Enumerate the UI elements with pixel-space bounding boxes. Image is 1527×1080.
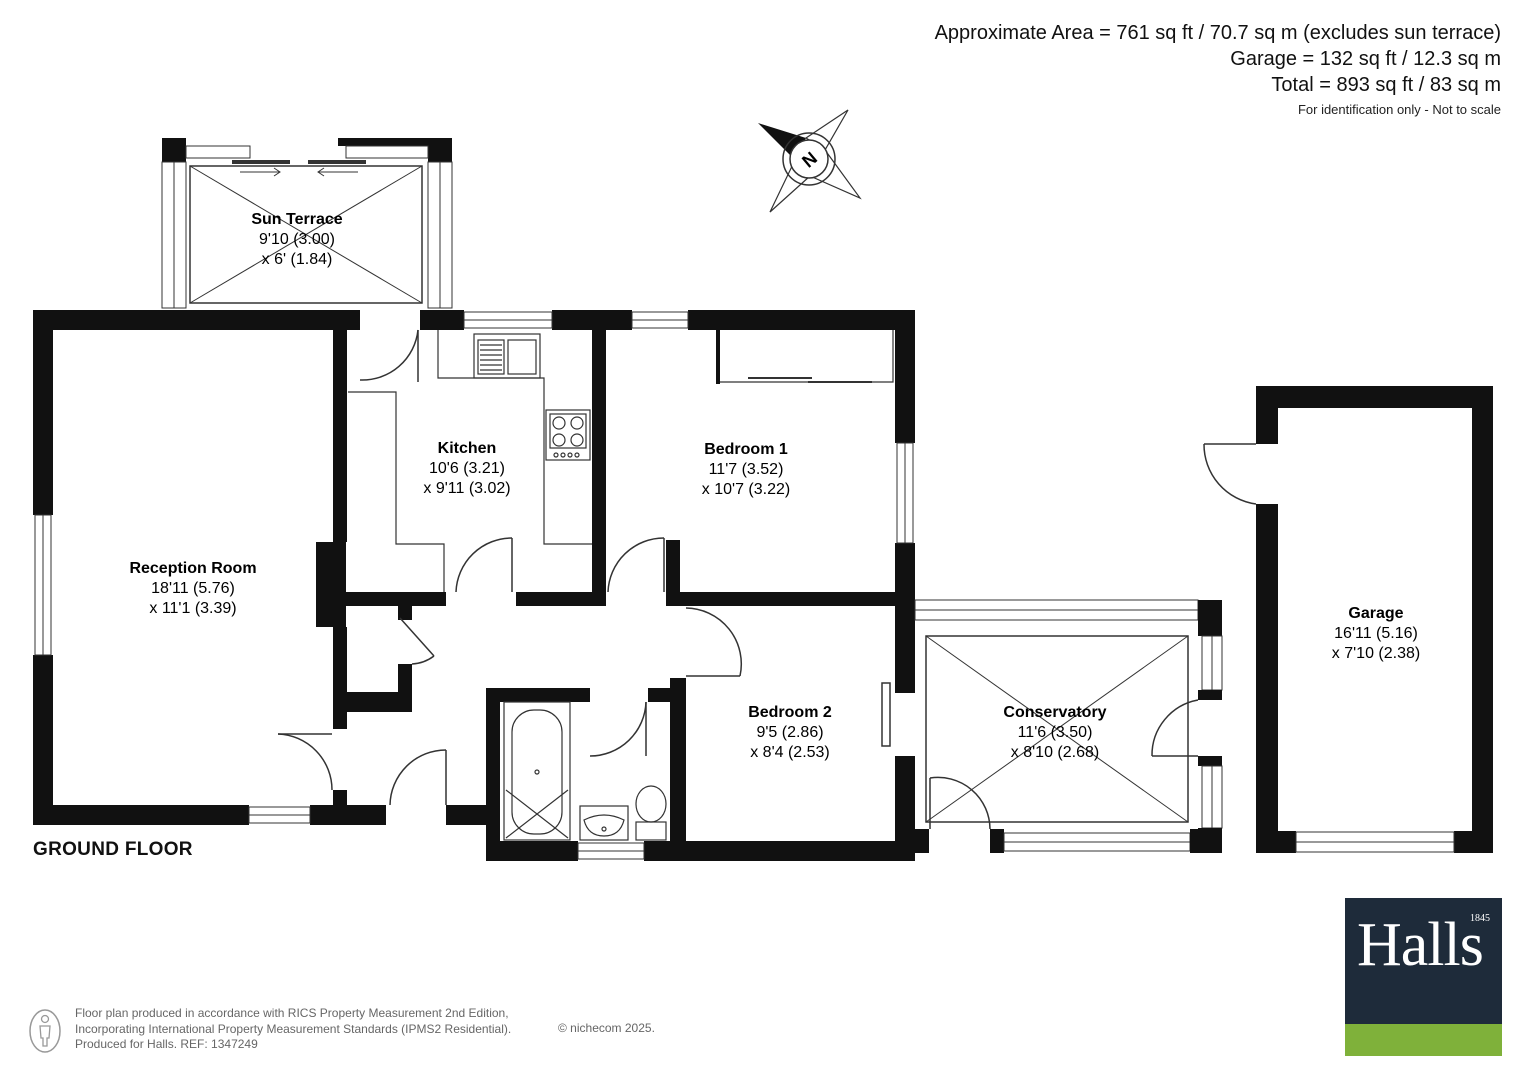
footer-line-2: Incorporating International Property Mea… (75, 1021, 512, 1036)
svg-text:16'11 (5.16): 16'11 (5.16) (1334, 625, 1418, 642)
logo-text: Halls (1357, 911, 1484, 979)
room-label-bedroom-2: Bedroom 2 9'5 (2.86) x 8'4 (2.53) (748, 704, 832, 761)
person-icon (29, 1009, 61, 1053)
svg-text:18'11 (5.76): 18'11 (5.76) (151, 580, 235, 597)
floor-label: GROUND FLOOR (33, 839, 193, 860)
conservatory-structure (914, 599, 1223, 853)
total-area: Total = 893 sq ft / 83 sq m (1271, 74, 1501, 96)
logo-year: 1845 (1470, 913, 1490, 924)
svg-text:x 6' (1.84): x 6' (1.84) (262, 251, 333, 268)
garage-structure (1203, 386, 1493, 853)
svg-text:Bedroom 2: Bedroom 2 (748, 704, 832, 721)
svg-text:Garage: Garage (1348, 605, 1403, 622)
room-label-garage: Garage 16'11 (5.16) x 7'10 (2.38) (1332, 605, 1420, 662)
svg-text:x 7'10 (2.38): x 7'10 (2.38) (1332, 645, 1420, 662)
svg-text:x 10'7 (3.22): x 10'7 (3.22) (702, 481, 790, 498)
svg-text:Sun Terrace: Sun Terrace (251, 211, 342, 228)
footer-line-1: Floor plan produced in accordance with R… (75, 1006, 509, 1020)
footer-line-3: Produced for Halls. REF: 1347249 (75, 1037, 258, 1051)
svg-text:Kitchen: Kitchen (438, 440, 497, 457)
svg-text:x 9'11 (3.02): x 9'11 (3.02) (423, 480, 510, 497)
footer-notes: Floor plan produced in accordance with R… (75, 1006, 511, 1053)
wardrobe (716, 330, 894, 384)
footer-copyright: © nichecom 2025. (558, 1021, 655, 1035)
house-walls (33, 310, 915, 861)
halls-logo: Halls 1845 (1345, 898, 1502, 1056)
svg-text:Reception Room: Reception Room (129, 560, 256, 577)
svg-text:Conservatory: Conservatory (1003, 704, 1106, 721)
compass-icon: N (758, 109, 862, 213)
bathroom-fittings (503, 701, 667, 841)
room-label-bedroom-1: Bedroom 1 11'7 (3.52) x 10'7 (3.22) (702, 441, 790, 498)
svg-text:10'6 (3.21): 10'6 (3.21) (429, 460, 505, 477)
svg-text:11'7 (3.52): 11'7 (3.52) (709, 461, 784, 478)
svg-text:9'5 (2.86): 9'5 (2.86) (756, 724, 823, 741)
svg-text:x 8'4 (2.53): x 8'4 (2.53) (750, 744, 830, 761)
svg-text:x 11'1 (3.39): x 11'1 (3.39) (149, 600, 236, 617)
kitchen-fittings (348, 330, 592, 592)
house-windows (34, 311, 914, 860)
area-summary: Approximate Area = 761 sq ft / 70.7 sq m… (935, 20, 1501, 122)
svg-text:9'10 (3.00): 9'10 (3.00) (259, 231, 335, 248)
room-label-conservatory: Conservatory 11'6 (3.50) x 8'10 (2.68) (1003, 704, 1106, 761)
doors (277, 329, 891, 806)
sun-terrace-structure (161, 138, 453, 309)
room-label-kitchen: Kitchen 10'6 (3.21) x 9'11 (3.02) (423, 440, 510, 497)
room-label-sun-terrace: Sun Terrace 9'10 (3.00) x 6' (1.84) (251, 211, 342, 268)
room-label-reception-room: Reception Room 18'11 (5.76) x 11'1 (3.39… (129, 560, 256, 617)
logo-band (1345, 1024, 1502, 1056)
svg-text:11'6 (3.50): 11'6 (3.50) (1018, 724, 1093, 741)
svg-text:Bedroom 1: Bedroom 1 (704, 441, 788, 458)
svg-text:x 8'10 (2.68): x 8'10 (2.68) (1011, 744, 1099, 761)
garage-area: Garage = 132 sq ft / 12.3 sq m (1230, 48, 1501, 70)
scale-note: For identification only - Not to scale (1297, 102, 1501, 117)
approximate-area: Approximate Area = 761 sq ft / 70.7 sq m… (934, 22, 1501, 44)
